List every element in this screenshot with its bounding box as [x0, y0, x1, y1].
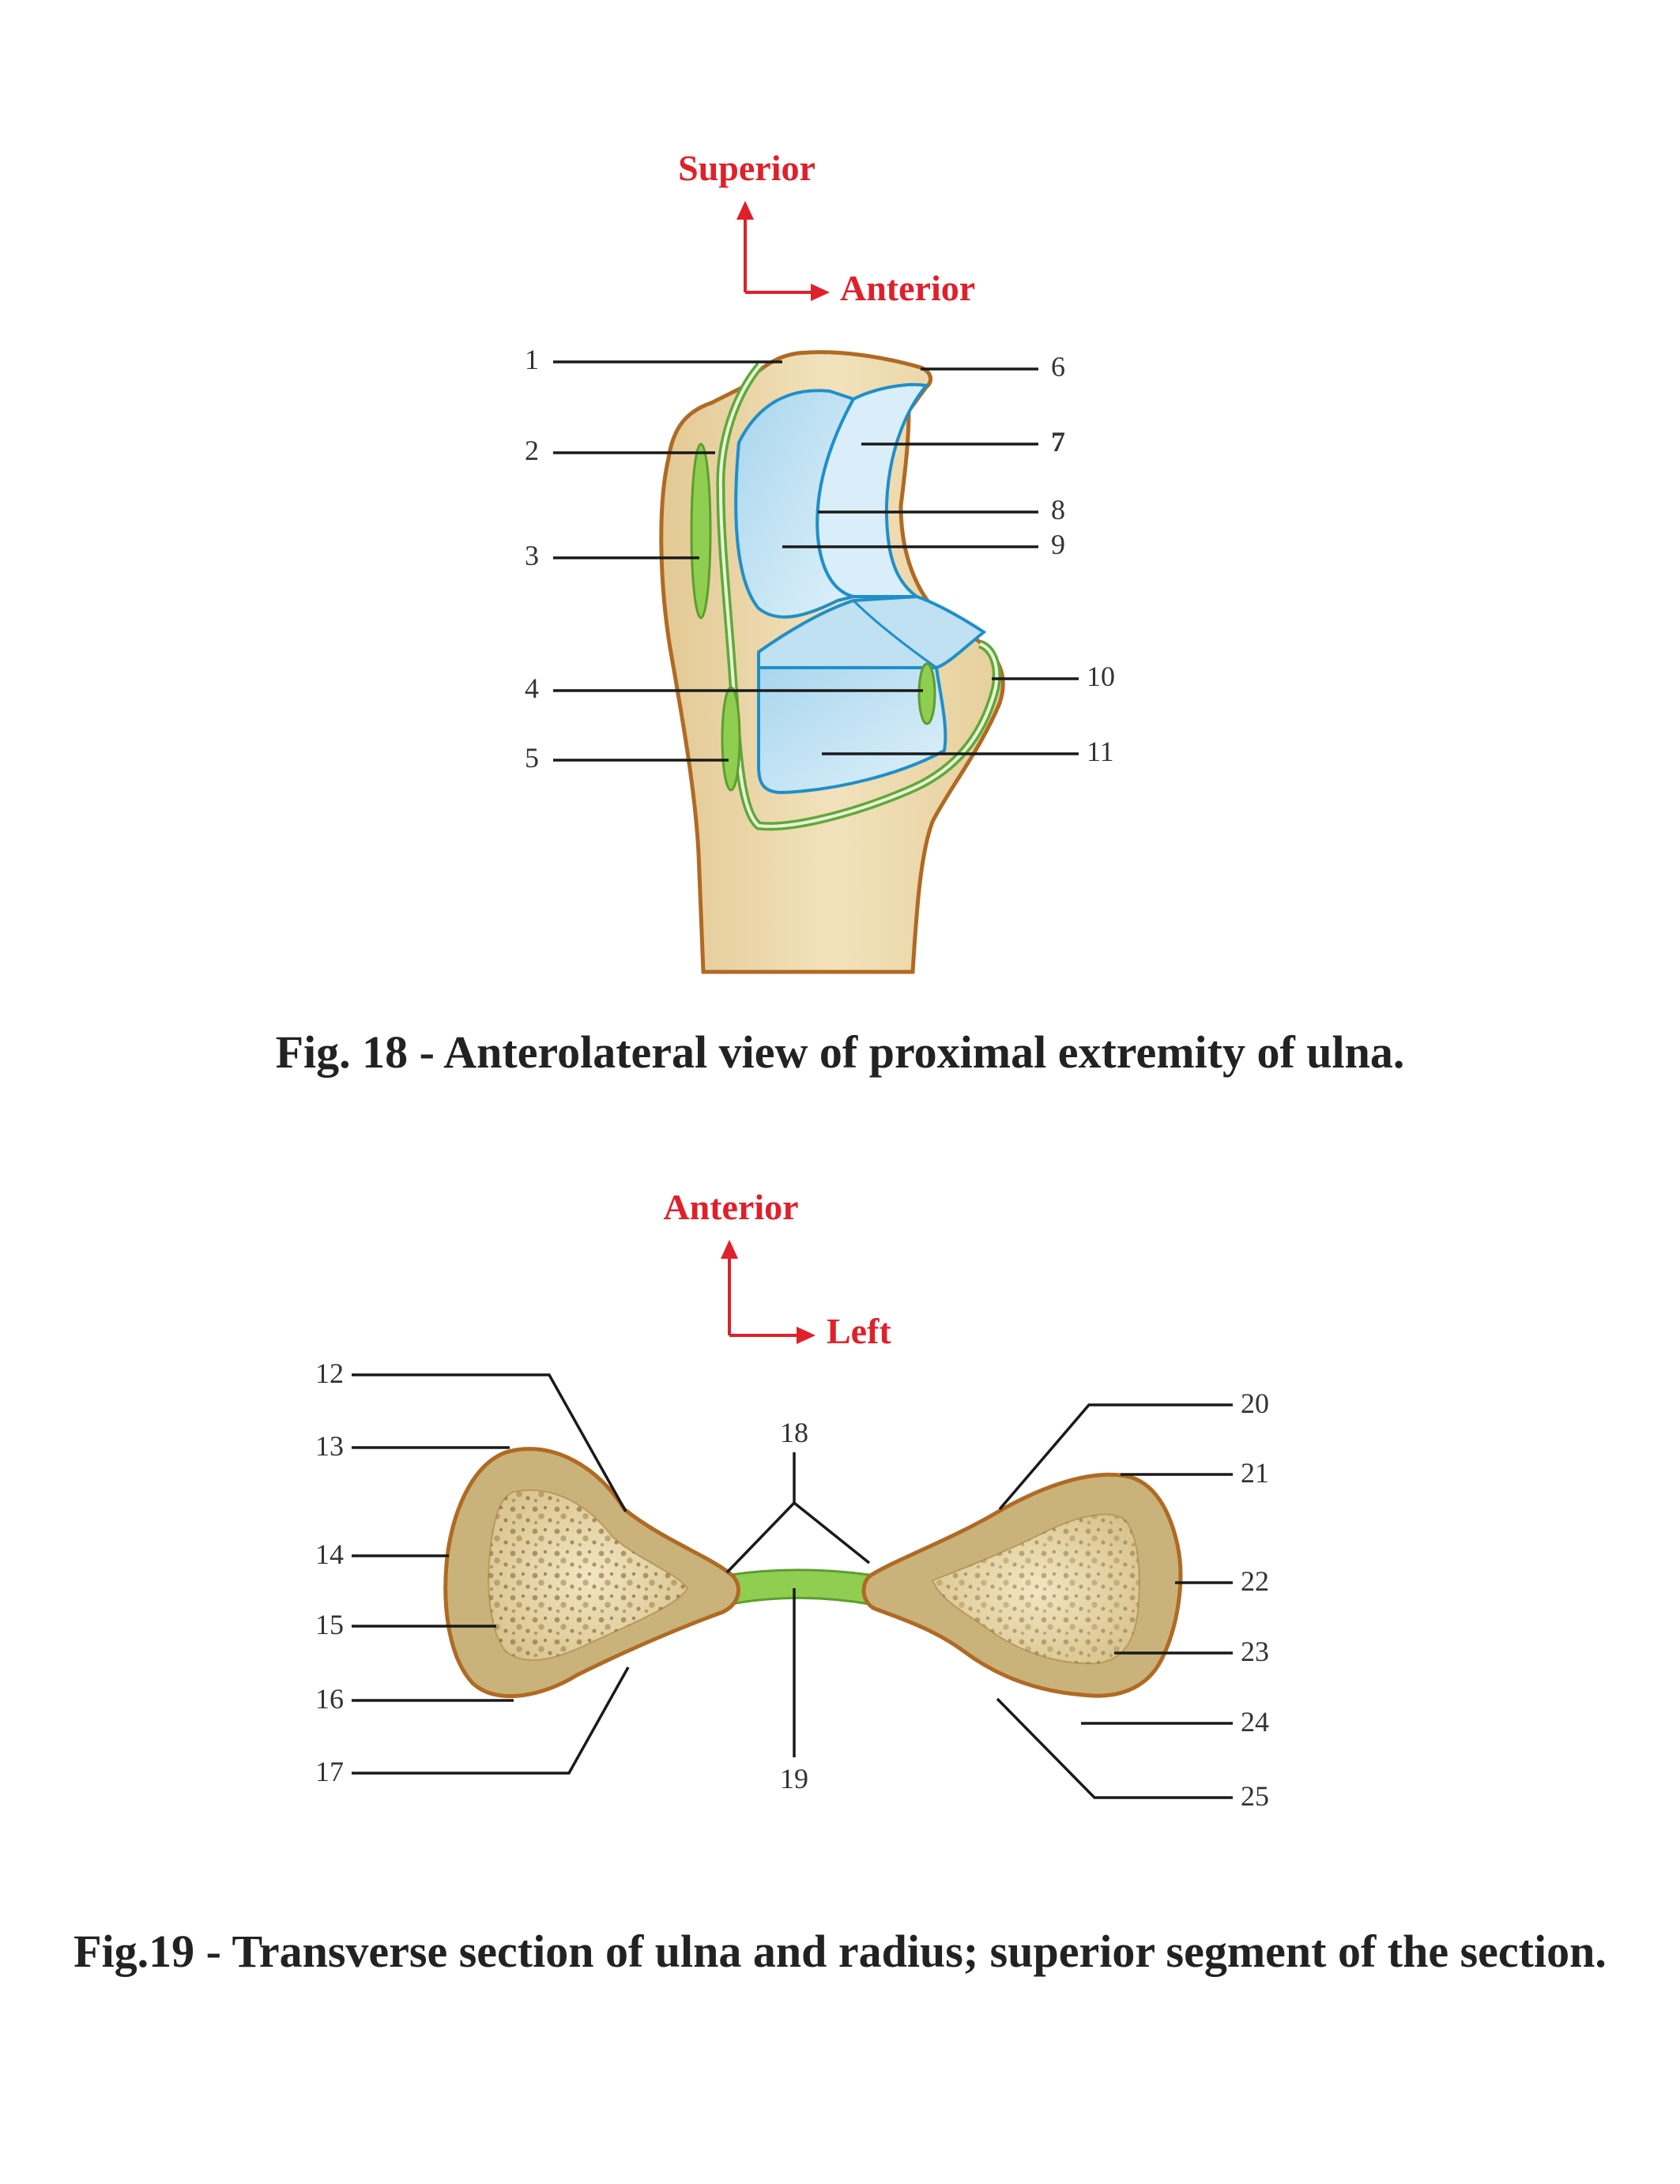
- label-14: 14: [315, 1538, 344, 1570]
- ligament-attachment-coronoid: [917, 662, 936, 725]
- direction-label-left: Left: [827, 1311, 891, 1351]
- label-18: 18: [780, 1417, 808, 1448]
- figure-18-caption: Fig. 18 - Anterolateral view of proximal…: [275, 1026, 1405, 1078]
- label-8: 8: [1051, 494, 1065, 525]
- ligament-attachment-upper: [690, 442, 712, 619]
- label-4: 4: [525, 672, 539, 704]
- direction-label-anterior: Anterior: [840, 268, 975, 308]
- label-21: 21: [1241, 1457, 1269, 1489]
- label-10: 10: [1087, 661, 1115, 692]
- label-22: 22: [1241, 1565, 1269, 1597]
- label-17: 17: [315, 1756, 344, 1787]
- label-23: 23: [1241, 1636, 1269, 1667]
- trochlear-notch-cartilage: [734, 382, 929, 619]
- label-20: 20: [1241, 1388, 1269, 1419]
- label-24: 24: [1241, 1706, 1269, 1738]
- interosseous-membrane: [729, 1568, 871, 1606]
- figure-19: Anterior Left: [315, 1187, 1269, 1812]
- radial-notch-cartilage: [757, 594, 987, 795]
- label-3: 3: [525, 540, 539, 571]
- label-13: 13: [315, 1430, 344, 1462]
- ligament-attachment-lower: [721, 686, 741, 792]
- leader-lines-18: [553, 360, 1079, 762]
- label-15: 15: [315, 1609, 344, 1640]
- label-6: 6: [1051, 351, 1065, 382]
- direction-label-superior: Superior: [678, 148, 816, 188]
- orientation-indicator-18: Superior Anterior: [678, 148, 975, 308]
- orientation-indicator-19: Anterior Left: [663, 1187, 891, 1351]
- label-2: 2: [525, 435, 539, 466]
- label-16: 16: [315, 1683, 344, 1715]
- label-12: 12: [315, 1357, 344, 1389]
- label-7: 7: [1051, 426, 1065, 458]
- figure-19-caption: Fig.19 - Transverse section of ulna and …: [73, 1926, 1607, 1977]
- leader-lines-19: [352, 1373, 1233, 1799]
- figure-18: Superior Anterior: [525, 148, 1115, 974]
- direction-label-anterior-19: Anterior: [663, 1187, 798, 1227]
- label-11: 11: [1087, 736, 1114, 767]
- label-1: 1: [525, 344, 539, 375]
- label-25: 25: [1241, 1780, 1269, 1812]
- label-19: 19: [780, 1763, 808, 1794]
- label-9: 9: [1051, 529, 1065, 560]
- label-5: 5: [525, 742, 539, 774]
